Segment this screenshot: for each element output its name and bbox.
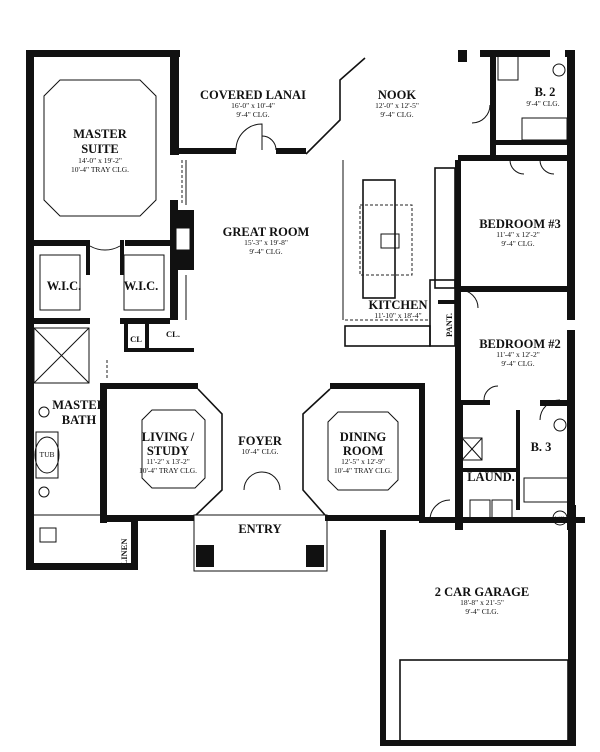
master-suite-label: MASTER SUITE 14'-0" x 19'-2" 10'-4" TRAY… [71,127,129,174]
svg-text:10'-4" TRAY CLG.: 10'-4" TRAY CLG. [139,466,197,475]
dining-room-label: DINING ROOM 12'-5" x 12'-9" 10'-4" TRAY … [334,430,392,475]
svg-text:12'-5" x 12'-9": 12'-5" x 12'-9" [341,457,385,466]
svg-text:10'-4" TRAY CLG.: 10'-4" TRAY CLG. [334,466,392,475]
svg-text:COVERED LANAI: COVERED LANAI [200,88,306,102]
nook-label: NOOK 12'-0" x 12'-5" 9'-4" CLG. [375,88,419,119]
b3-label: B. 3 [531,440,552,454]
svg-text:10'-4" TRAY CLG.: 10'-4" TRAY CLG. [71,165,129,174]
svg-text:9'-4" CLG.: 9'-4" CLG. [465,607,498,616]
closet2-label: CL. [166,329,180,339]
svg-text:9'-4" CLG.: 9'-4" CLG. [249,247,282,256]
closet1-label: CL [130,334,142,344]
svg-text:SUITE: SUITE [81,142,119,156]
pantry-label: PANT. [444,313,454,337]
great-room-label: GREAT ROOM 15'-3" x 19'-8" 9'-4" CLG. [223,225,310,256]
svg-text:BEDROOM #2: BEDROOM #2 [479,337,561,351]
interior-walls [30,57,575,530]
svg-text:KITCHEN: KITCHEN [368,298,427,312]
svg-text:9'-4" CLG.: 9'-4" CLG. [501,359,534,368]
bedroom3-label: BEDROOM #3 11'-4" x 12'-2" 9'-4" CLG. [479,217,561,248]
bedroom2-label: BEDROOM #2 11'-4" x 12'-2" 9'-4" CLG. [479,337,561,368]
laundry-label: LAUND. [467,470,515,484]
svg-text:FOYER: FOYER [238,434,283,448]
svg-text:DINING: DINING [340,430,387,444]
svg-text:9'-4" CLG.: 9'-4" CLG. [526,99,559,108]
svg-text:11'-10" x 18'-4": 11'-10" x 18'-4" [374,311,421,320]
svg-text:STUDY: STUDY [147,444,189,458]
wic1-label: W.I.C. [47,279,82,293]
svg-text:B. 2: B. 2 [535,85,556,99]
living-study-label: LIVING / STUDY 11'-2" x 13'-2" 10'-4" TR… [139,430,197,475]
svg-text:11'-4" x 12'-2": 11'-4" x 12'-2" [496,230,540,239]
svg-text:14'-0" x 19'-2": 14'-0" x 19'-2" [78,156,122,165]
svg-text:9'-4" CLG.: 9'-4" CLG. [380,110,413,119]
svg-text:9'-4" CLG.: 9'-4" CLG. [501,239,534,248]
svg-text:BATH: BATH [62,413,97,427]
svg-text:10'-4" CLG.: 10'-4" CLG. [242,447,279,456]
svg-text:GREAT ROOM: GREAT ROOM [223,225,310,239]
svg-text:ROOM: ROOM [343,444,383,458]
water-heater-label: W.H. [555,517,565,522]
svg-text:15'-3" x 19'-8": 15'-3" x 19'-8" [244,238,288,247]
wic2-label: W.I.C. [124,279,159,293]
svg-text:TUB: TUB [40,450,55,459]
linen-label: LINEN [119,538,129,566]
entry-label: ENTRY [238,522,281,536]
svg-text:MASTER: MASTER [52,398,106,412]
svg-text:12'-0" x 12'-5": 12'-0" x 12'-5" [375,101,419,110]
svg-text:BEDROOM #3: BEDROOM #3 [479,217,561,231]
room-labels: COVERED LANAI 16'-0" x 10'-4" 9'-4" CLG.… [40,85,566,616]
fixtures [30,54,569,745]
svg-text:LIVING /: LIVING / [142,430,195,444]
b2-label: B. 2 9'-4" CLG. [526,85,559,108]
svg-text:18'-8" x 21'-5": 18'-8" x 21'-5" [460,598,504,607]
kitchen-label: KITCHEN 11'-10" x 18'-4" [368,298,427,320]
svg-text:11'-4" x 12'-2": 11'-4" x 12'-2" [496,350,540,359]
svg-text:2 CAR GARAGE: 2 CAR GARAGE [435,585,529,599]
master-bath-label: MASTER BATH TUB [40,398,107,459]
exterior-walls [26,50,585,746]
covered-lanai-label: COVERED LANAI 16'-0" x 10'-4" 9'-4" CLG. [200,88,306,119]
svg-text:NOOK: NOOK [378,88,416,102]
garage-label: 2 CAR GARAGE 18'-8" x 21'-5" 9'-4" CLG. [435,585,529,616]
svg-text:9'-4" CLG.: 9'-4" CLG. [236,110,269,119]
foyer-label: FOYER 10'-4" CLG. [238,434,283,456]
svg-text:16'-0" x 10'-4": 16'-0" x 10'-4" [231,101,275,110]
svg-text:11'-2" x 13'-2": 11'-2" x 13'-2" [146,457,190,466]
svg-text:MASTER: MASTER [73,127,127,141]
